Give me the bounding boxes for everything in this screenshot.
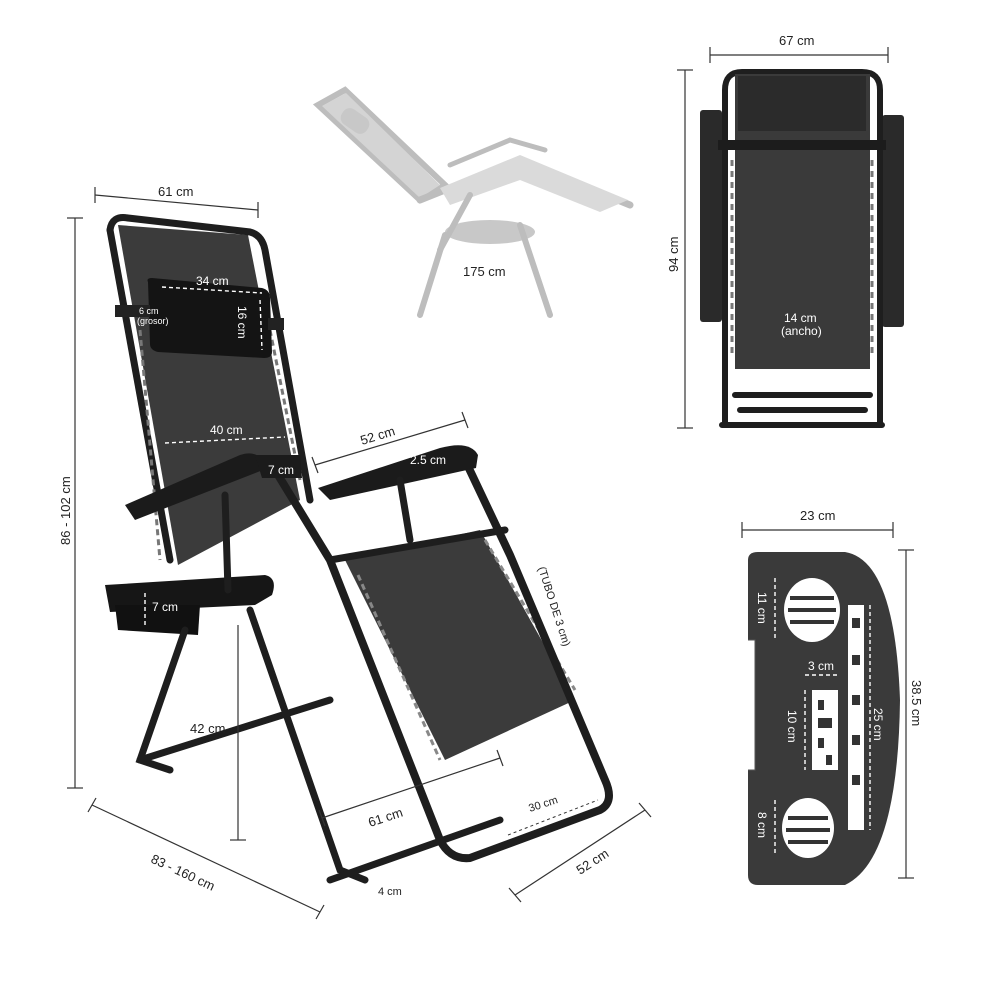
back-view-illustration: 14 cm (ancho) [700, 69, 904, 428]
seat-height-label: 42 cm [190, 721, 225, 736]
armrest-thickness-label: 2.5 cm [410, 453, 446, 467]
pillow-thickness-note: (grosor) [137, 316, 169, 326]
chair-width-top-label: 61 cm [158, 184, 193, 199]
pillow-height-label: 16 cm [235, 306, 249, 339]
chair-height-label: 86 - 102 cm [58, 476, 73, 545]
pillow-width-label: 34 cm [196, 274, 229, 288]
chair-length-label: 83 - 160 cm [149, 851, 218, 894]
base-width-label: 61 cm [366, 805, 404, 830]
phone-slot [812, 690, 838, 770]
armrest-width-label: 7 cm [268, 463, 294, 477]
tray-height-label: 7 cm [152, 600, 178, 614]
slot-gap-label: 3 cm [808, 659, 834, 673]
backrest-width-label: 40 cm [210, 423, 243, 437]
strap-width-note: (ancho) [781, 324, 822, 338]
back-frame [106, 214, 314, 504]
tray-top-view: 11 cm 3 cm 10 cm 25 cm 8 cm [748, 552, 900, 885]
side-tray [105, 575, 274, 612]
phone-slot-label: 10 cm [785, 710, 799, 743]
footrest-depth-label: 30 cm [527, 794, 559, 815]
back-width-label: 67 cm [779, 33, 814, 48]
seat-mesh [345, 530, 575, 760]
base-depth-label: 52 cm [573, 846, 611, 878]
back-height-label: 94 cm [666, 237, 681, 272]
headrest-pillow [147, 278, 272, 358]
tray-height-total-label: 38.5 cm [909, 680, 924, 726]
tray-width-label: 23 cm [800, 508, 835, 523]
back-view-dimensions: 67 cm 94 cm [666, 33, 889, 429]
long-slot-label: 25 cm [871, 708, 885, 741]
strap-width-label: 14 cm [784, 311, 817, 325]
utensil-slot [848, 605, 864, 830]
main-chair-illustration: 34 cm 16 cm 6 cm (grosor) 40 cm 7 cm 2.5… [105, 214, 613, 898]
cup-bottom-label: 8 cm [755, 812, 769, 838]
foot-tube-label: 4 cm [378, 886, 402, 898]
left-armrest [125, 453, 268, 520]
seat-width-label: 52 cm [358, 423, 396, 448]
cup-top-label: 11 cm [755, 592, 769, 624]
right-armrest [318, 445, 478, 500]
reclined-length-label: 175 cm [463, 264, 506, 279]
pillow-thickness-label: 6 cm [139, 306, 159, 316]
reclined-chair-illustration: 175 cm [312, 86, 634, 318]
tray-dimensions: 23 cm 38.5 cm [741, 508, 924, 879]
